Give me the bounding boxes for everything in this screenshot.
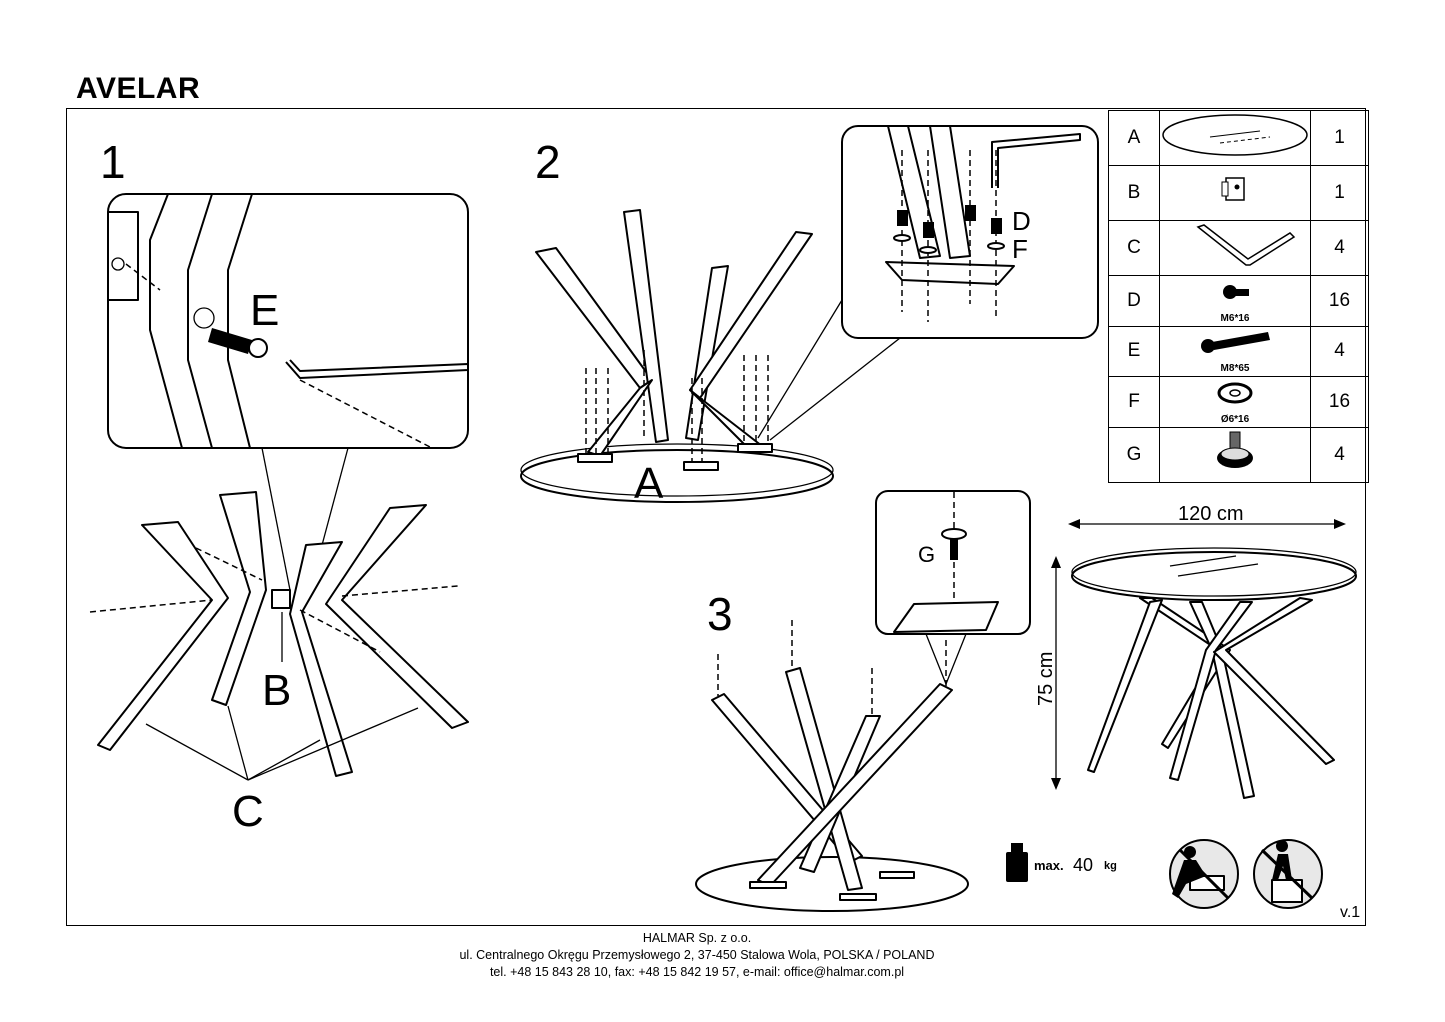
parts-row-e: E M8*65 4: [1108, 325, 1369, 377]
bolt-m6-icon: M6*16: [1159, 275, 1311, 327]
part-qty: 16: [1310, 275, 1369, 327]
instruction-frame: [66, 108, 1366, 926]
part-letter: G: [1108, 426, 1160, 483]
assembled-table: [1071, 547, 1357, 799]
max-load-label: max.: [1034, 858, 1064, 873]
step2-detail-plate: [885, 125, 1015, 322]
parts-row-f: F Ø6*16 16: [1108, 376, 1369, 428]
step-1-number: 1: [100, 136, 126, 188]
max-load-value: 40: [1073, 855, 1094, 875]
step2-tabletop: [520, 443, 834, 503]
step1-detail-callout: [107, 193, 469, 449]
label-a: A: [634, 459, 664, 508]
step3-detail-callout: [875, 490, 1031, 635]
parts-row-g: G 4: [1108, 426, 1369, 483]
label-d: D: [1012, 206, 1031, 236]
part-qty: 1: [1310, 165, 1369, 221]
step2-screws: [577, 350, 773, 471]
label-e: E: [250, 286, 279, 335]
footer-contact: tel. +48 15 843 28 10, fax: +48 15 842 1…: [489, 965, 905, 979]
part-spec: M8*65: [1220, 363, 1250, 375]
dimension-width-line: [1068, 519, 1346, 529]
bolt-m8-icon: M8*65: [1159, 325, 1311, 377]
part-spec: Ø6*16: [1220, 413, 1250, 425]
parts-row-d: D M6*16 16: [1108, 275, 1369, 327]
label-g: G: [918, 542, 935, 567]
part-qty: 4: [1310, 426, 1369, 483]
max-load-unit: kg: [1104, 860, 1117, 872]
part-qty: 1: [1310, 110, 1369, 166]
dimension-width: 120 cm: [1178, 503, 1244, 525]
leveling-foot-icon: [1159, 426, 1311, 483]
part-letter: E: [1108, 325, 1160, 377]
bolt-e-detail: [125, 263, 469, 449]
label-f: F: [1012, 234, 1028, 264]
label-c: C: [232, 787, 264, 836]
part-qty: 4: [1310, 325, 1369, 377]
tabletop-glass-icon: [1159, 110, 1311, 166]
part-letter: F: [1108, 376, 1160, 428]
step-3-number: 3: [707, 588, 733, 640]
part-qty: 16: [1310, 376, 1369, 428]
connector-bracket-icon: [1159, 165, 1311, 221]
footer-company: HALMAR Sp. z o.o.: [642, 931, 752, 945]
parts-row-a: A 1: [1108, 110, 1369, 166]
step3-legs: [711, 620, 953, 901]
part-letter: A: [1108, 110, 1160, 166]
step1-detail-leg: [108, 193, 253, 449]
label-c-leaders: [145, 705, 419, 781]
step-2-number: 2: [535, 136, 561, 188]
parts-list-table: A 1 B 1 C 4 D M6*16 16 E M8*65 4: [1108, 110, 1369, 483]
no-standing-icon: [1253, 839, 1323, 909]
parts-row-c: C 4: [1108, 220, 1369, 276]
label-b: B: [262, 666, 291, 715]
allen-key-icon: [991, 133, 1081, 188]
part-letter: B: [1108, 165, 1160, 221]
version-label: v.1: [1340, 904, 1361, 921]
part-spec: M6*16: [1220, 312, 1250, 324]
dimension-height-line: [1051, 556, 1061, 790]
weight-icon: [1006, 843, 1028, 882]
step3-detail-glide: [893, 492, 999, 633]
washer-icon: Ø6*16: [1159, 376, 1311, 428]
step1-frame-legs: [89, 491, 469, 777]
product-title: AVELAR: [76, 72, 201, 105]
part-qty: 4: [1310, 220, 1369, 276]
part-letter: C: [1108, 220, 1160, 276]
leg-frame-icon: [1159, 220, 1311, 276]
step3-tabletop: [695, 856, 969, 912]
footer-address: ul. Centralnego Okręgu Przemysłowego 2, …: [459, 948, 935, 962]
step2-legs: [535, 209, 813, 457]
parts-row-b: B 1: [1108, 165, 1369, 221]
footer: HALMAR Sp. z o.o. ul. Centralnego Okręgu…: [0, 930, 1394, 981]
dimension-height: 75 cm: [1035, 652, 1057, 706]
part-letter: D: [1108, 275, 1160, 327]
no-sitting-icon: [1169, 839, 1239, 909]
